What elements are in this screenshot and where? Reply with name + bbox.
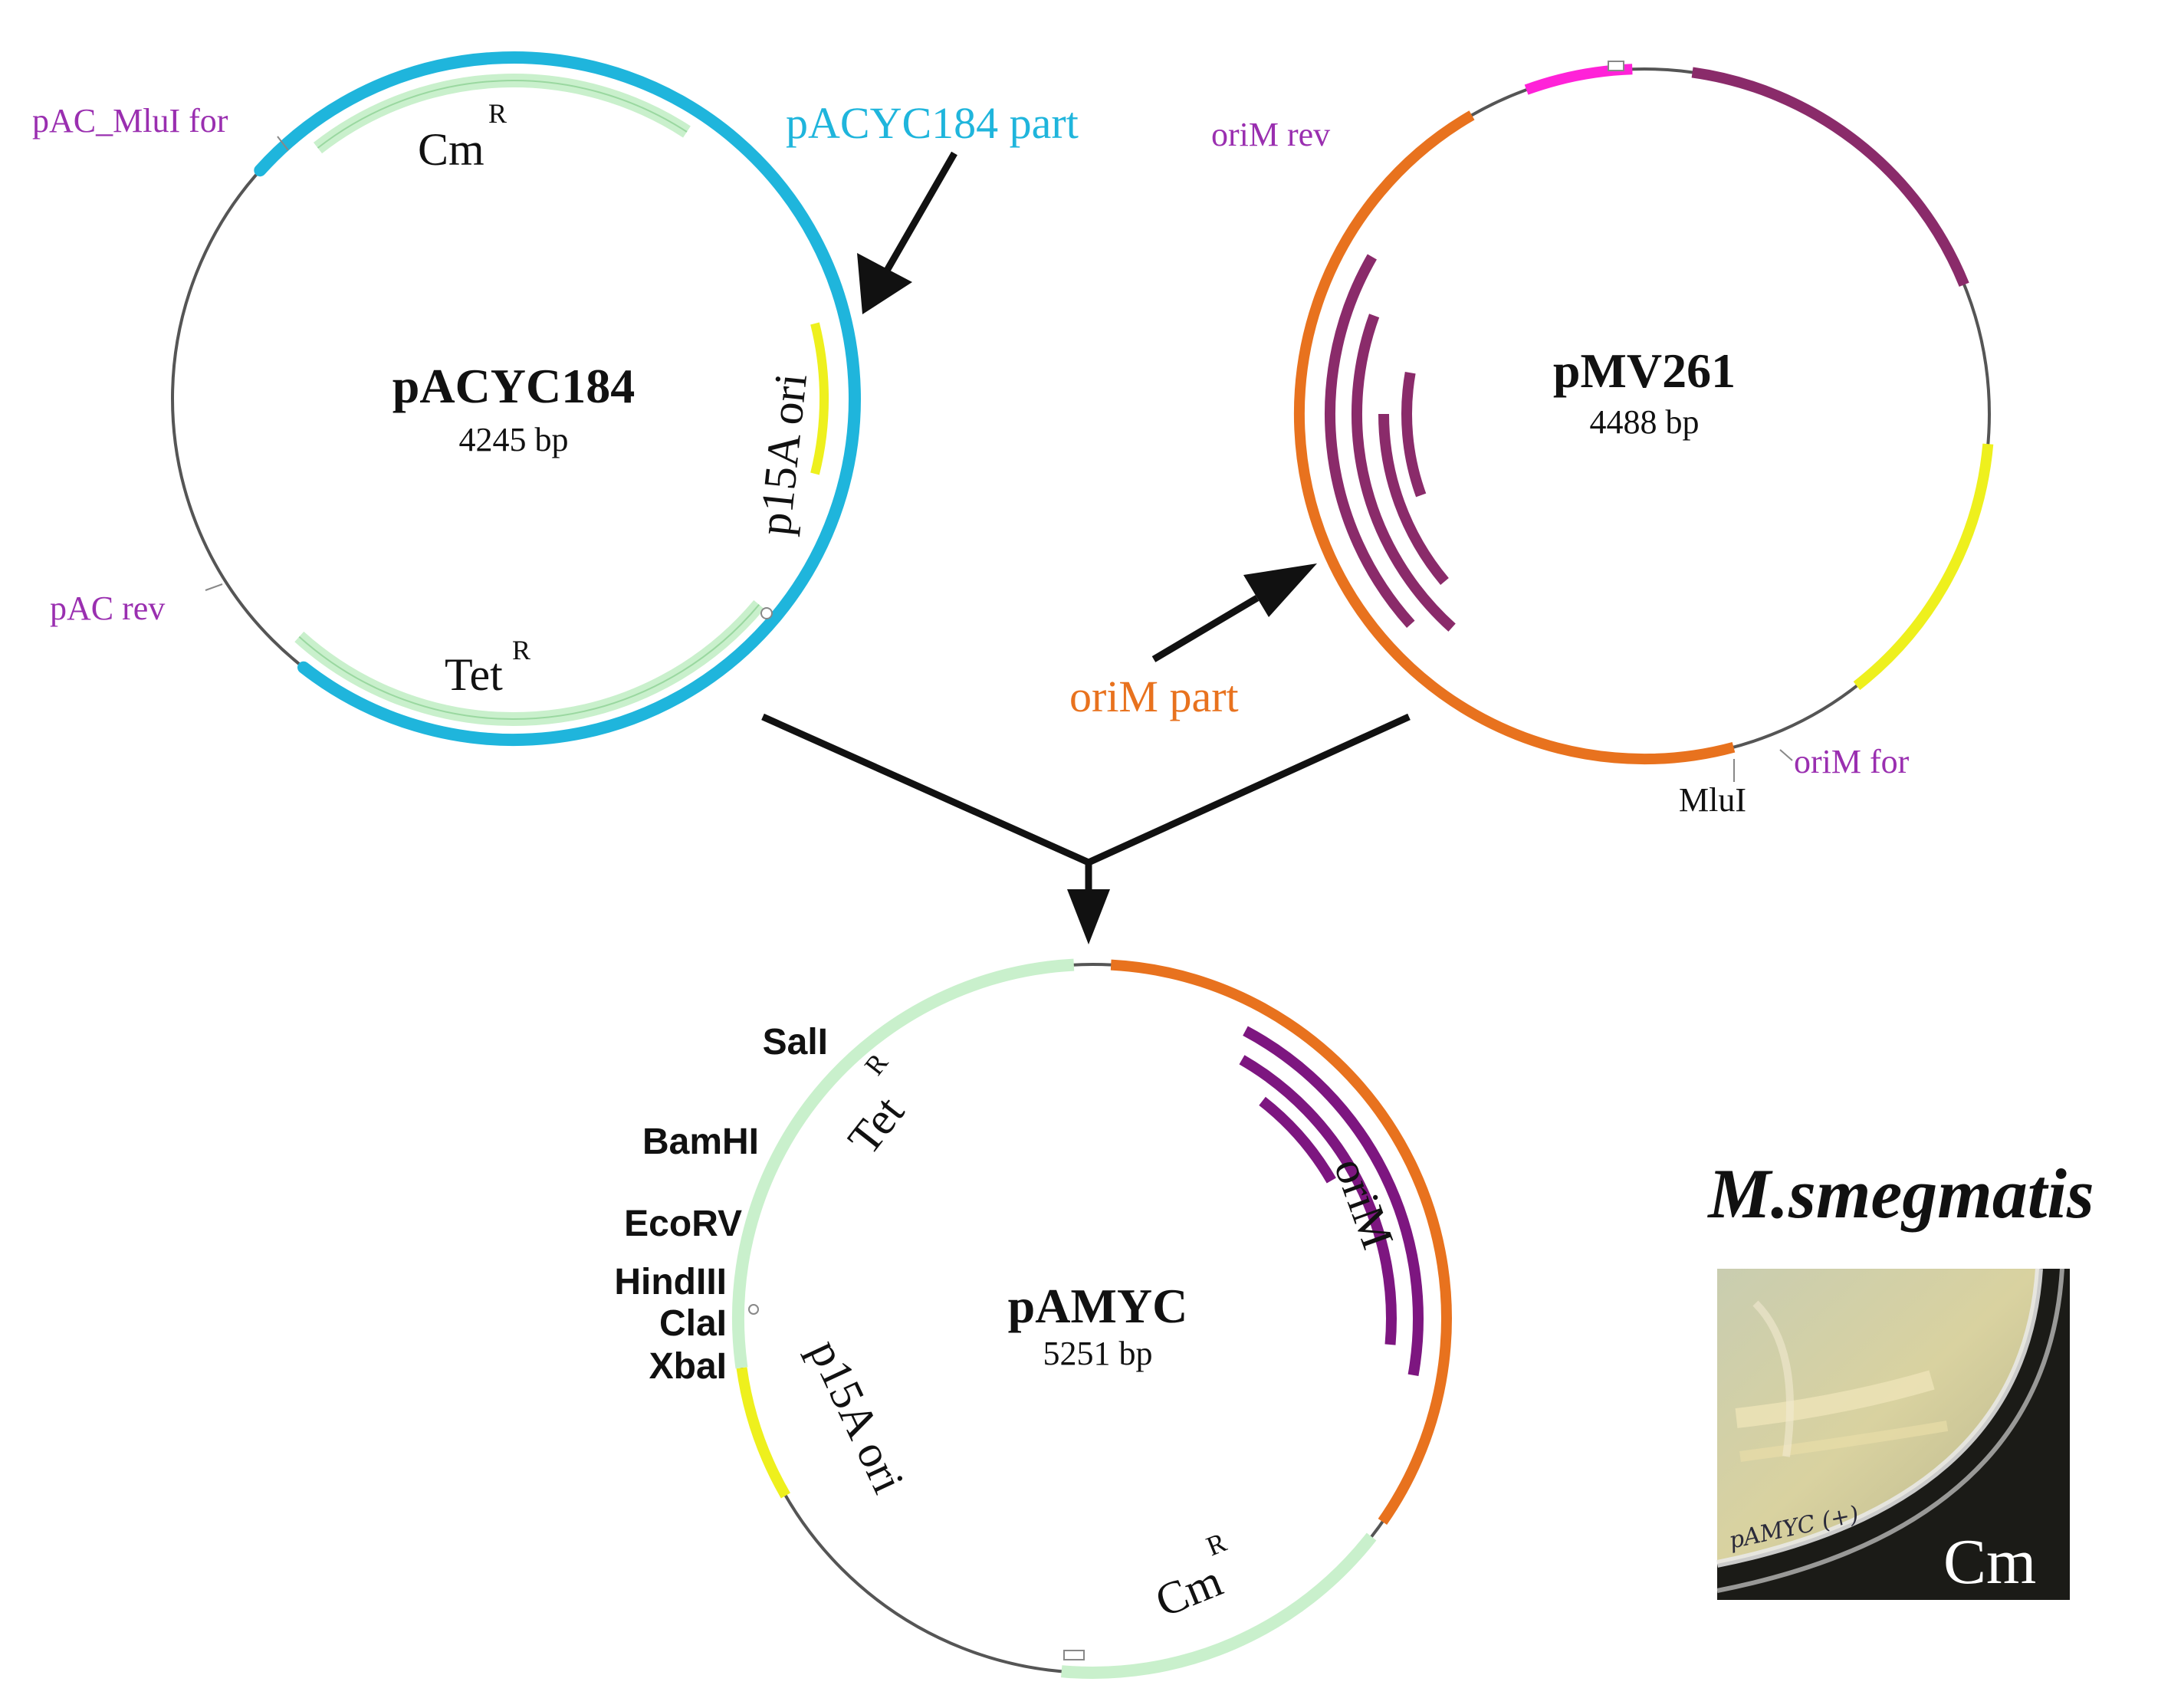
tet-sup: R [512,635,530,665]
primer-pac-mlui-for: pAC_MluI for [32,102,228,140]
site-hindiii: HindIII [614,1262,727,1302]
orim-gene-4 [1401,371,1427,498]
cm-sup: R [488,98,507,129]
plasmid-pamyc: pAMYC 5251 bp Tet R oriM p15A ori Cm R S… [614,958,1452,1679]
arrowhead [1067,889,1110,944]
plate-photo: pAMYC (+) Cm [1716,1268,2070,1600]
orim-gene-3 [1259,1096,1336,1184]
p15a-ori-label: p15A ori [749,371,816,537]
plate-rim-outer [1716,1268,2064,1593]
orim-gene-1 [1324,254,1415,628]
orim-label: oriM [1325,1151,1404,1255]
pamyc-name: pAMYC [1008,1279,1188,1333]
arrowhead [857,253,912,314]
colony-streak [1735,1370,1935,1428]
p15a-ori-arc [810,322,829,475]
tetr-gene-arc [732,958,1075,1369]
tetr-gene-arrow-inner [298,604,760,720]
orim-gene-2 [1351,314,1456,632]
orim-part-arc [1293,110,1736,765]
plasmid-pacyc184: pACYC184 4245 bp Cm R Tet R p15A ori pAC… [32,51,861,747]
merge-line-left [761,713,1090,866]
pacyc184-part-arrow [879,151,957,282]
tet-label: Tet [445,649,503,700]
purple-gene-arc [1691,67,1969,287]
cm-label: Cm [1148,1555,1229,1627]
orim-gene-2 [1239,1055,1397,1345]
msmegmatis-panel: M.smegmatis pAMYC (+) Cm [1706,1155,2094,1600]
pamyc-size: 5251 bp [1043,1335,1153,1372]
plate-rim [1716,1268,2043,1568]
pacyc184-size: 4245 bp [459,421,569,458]
cmr-gene-arc [1061,1532,1377,1679]
colony-streak [1739,1421,1949,1462]
pacyc184-part-arc [254,51,861,747]
p15a-ori-arc [736,1367,790,1499]
primer-orim-rev: oriM rev [1211,116,1330,153]
pacyc184-name: pACYC184 [392,359,635,413]
site-marker [1608,61,1624,71]
site-marker [760,607,773,619]
magenta-arc [1524,64,1633,95]
pmv261-size: 4488 bp [1590,403,1700,441]
agar-plate [1717,1269,2039,1564]
orim-part-label: oriM part [1069,672,1239,721]
pacyc184-part-label: pACYC184 part [786,98,1079,148]
plasmid-pmv261: pMV261 4488 bp oriM rev oriM for MluI [1211,61,1994,819]
site-sali: SalI [763,1022,828,1063]
plate-label: Cm [1943,1526,2036,1598]
site-marker [1063,1650,1085,1660]
orim-gene-3 [1378,413,1449,585]
orim-gene-1 [1243,1026,1424,1377]
primer-pac-rev: pAC rev [50,590,165,627]
tet-label: Tet [838,1086,914,1164]
pmv261-name: pMV261 [1553,343,1736,398]
orim-part-arrow [1151,595,1260,662]
site-clai: ClaI [659,1303,727,1344]
site-xbai: XbaI [649,1346,727,1387]
orim-part-arc [1110,959,1452,1526]
organism-title: M.smegmatis [1706,1155,2094,1233]
site-marker [748,1304,759,1315]
cm-label: Cm [418,124,484,175]
merge-line-right [1087,713,1411,866]
colony-streak [1752,1300,1794,1457]
merge-arrows [761,713,1411,944]
yellow-gene-arc [1853,443,1994,691]
primer-tick [1779,749,1793,761]
primer-orim-for: oriM for [1794,743,1910,780]
site-ecorv: EcoRV [624,1204,742,1244]
cmr-gene-arrow-inner [317,80,688,149]
primer-tick [277,136,289,151]
mlui-site-top: MluI [1679,781,1746,819]
primer-tick [205,583,223,591]
p15a-ori-label: p15A ori [800,1332,914,1501]
site-bamhi: BamHI [642,1122,759,1162]
arrowhead [1243,563,1317,617]
